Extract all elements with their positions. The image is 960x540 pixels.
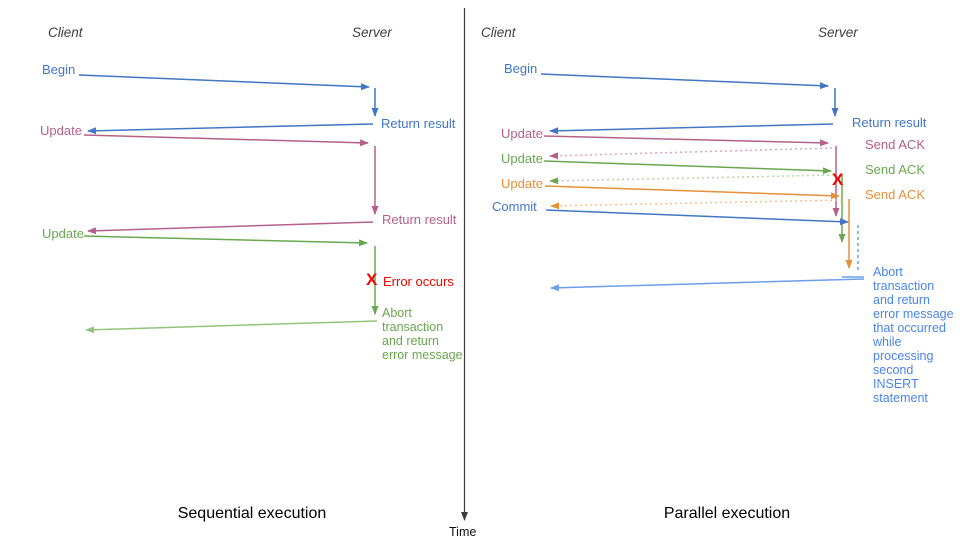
update1-return-arrow bbox=[87, 221, 374, 235]
right-update3-label: Update bbox=[501, 176, 543, 191]
left-error-x-icon: X bbox=[366, 270, 378, 289]
left-update1-label: Update bbox=[40, 123, 82, 138]
ack3-dotted-arrow bbox=[550, 199, 843, 210]
time-axis-label: Time bbox=[449, 525, 477, 539]
update3-request-arrow bbox=[544, 185, 840, 200]
right-caption: Parallel execution bbox=[663, 505, 791, 522]
right-send-ack1-label: Send ACK bbox=[865, 137, 925, 152]
left-return-result2-label: Return result bbox=[382, 212, 457, 227]
right-server-label: Server bbox=[818, 25, 858, 40]
return-result-arrow bbox=[87, 123, 374, 135]
left-client-label: Client bbox=[48, 25, 83, 40]
update2-request-arrow bbox=[83, 235, 368, 247]
abort-return-arrow bbox=[85, 320, 378, 334]
begin-request-arrow bbox=[540, 73, 829, 90]
right-commit-label: Commit bbox=[492, 199, 537, 214]
right-abort-message: Abort transaction and return error messa… bbox=[873, 265, 954, 405]
update2-request-arrow bbox=[543, 160, 832, 175]
ack2-dotted-arrow bbox=[549, 174, 835, 185]
commit-request-arrow bbox=[545, 209, 849, 226]
left-begin-label: Begin bbox=[42, 62, 76, 77]
right-parallel-arrows bbox=[540, 73, 865, 292]
right-update2-label: Update bbox=[501, 151, 543, 166]
update1-request-arrow bbox=[83, 134, 369, 147]
abort-return-arrow bbox=[550, 278, 865, 292]
begin-request-arrow bbox=[78, 74, 370, 91]
right-return-result-label: Return result bbox=[852, 115, 927, 130]
right-error-x-icon: X bbox=[832, 170, 844, 189]
left-error-occurs-label: Error occurs bbox=[383, 274, 454, 289]
left-sequential-arrows bbox=[78, 74, 379, 334]
right-update1-label: Update bbox=[501, 126, 543, 141]
right-begin-label: Begin bbox=[504, 61, 538, 76]
left-caption: Sequential execution bbox=[177, 505, 327, 522]
left-abort-message: Abort transaction and return error messa… bbox=[382, 306, 463, 362]
left-update2-label: Update bbox=[42, 226, 84, 241]
left-server-label: Server bbox=[352, 25, 392, 40]
update1-request-arrow bbox=[543, 135, 829, 147]
right-send-ack2-label: Send ACK bbox=[865, 162, 925, 177]
right-client-label: Client bbox=[481, 25, 516, 40]
right-send-ack3-label: Send ACK bbox=[865, 187, 925, 202]
return-result-arrow bbox=[549, 123, 834, 135]
left-return-result-label: Return result bbox=[381, 116, 456, 131]
ack1-dotted-arrow bbox=[549, 147, 833, 160]
